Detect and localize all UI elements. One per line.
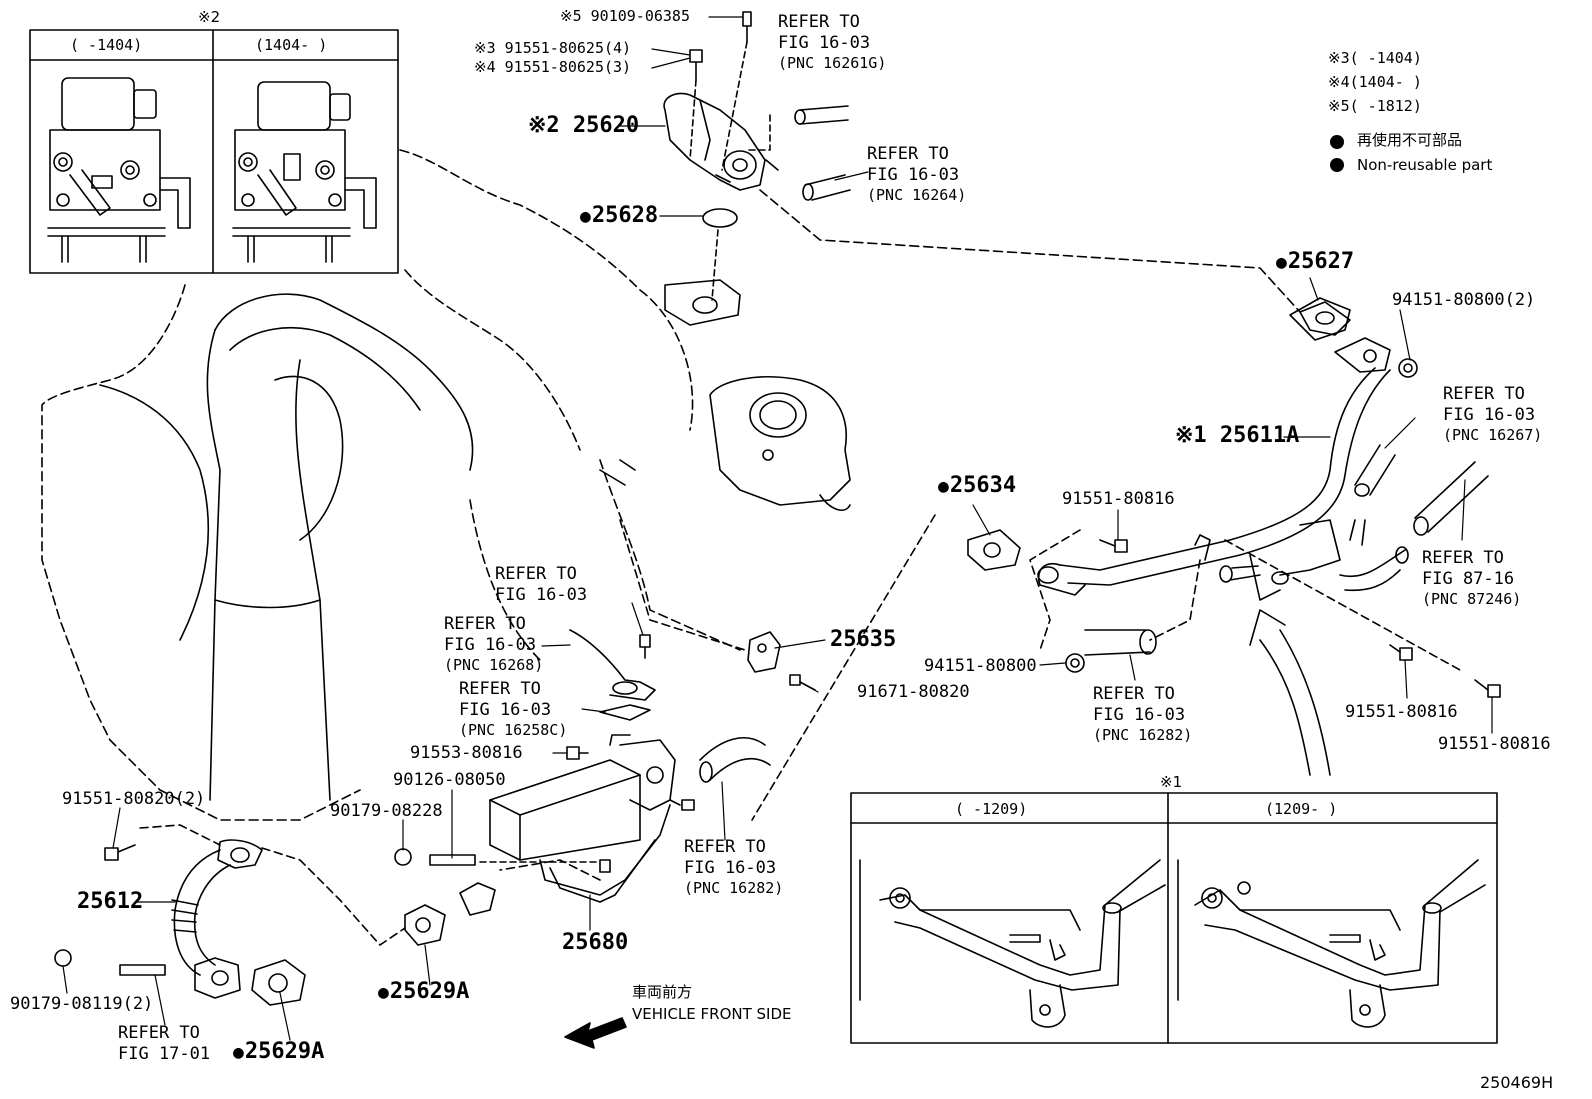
- part-25629A-center: 25629A: [378, 980, 469, 1005]
- inset-2-right-header: (1404- ): [255, 36, 328, 54]
- front-direction-curved-arrow: [1249, 609, 1331, 776]
- engine-block-outline: [41, 149, 741, 821]
- left-dashed-leaders: [139, 519, 746, 946]
- part-91551-80820-2: 91551-80820(2): [62, 789, 206, 809]
- label-leader-lines: [62, 16, 1493, 1041]
- bolt-91551-80820-drawing: [104, 844, 136, 861]
- part-91551-80816-b: 91551-80816: [1345, 702, 1458, 722]
- gaskets-16268-16258C-drawing: [569, 629, 656, 721]
- bolts-91551-80816-drawing: [1099, 539, 1501, 698]
- part-90179-08228: 90179-08228: [330, 801, 443, 821]
- part-25612: 25612: [77, 889, 144, 914]
- hose-16282-center-drawing: [1084, 629, 1157, 656]
- leader-25620-to-25627: [759, 189, 1301, 313]
- part-25635: 25635: [830, 627, 897, 652]
- vehicle-front-jp: 車両前方: [632, 983, 693, 1001]
- legend-note-4: ※4(1404- ): [1328, 73, 1422, 91]
- part-25634: 25634: [938, 474, 1016, 499]
- nut-90179-08228-drawing: [394, 848, 412, 866]
- vehicle-front-en: VEHICLE FRONT SIDE: [632, 1005, 792, 1023]
- exhaust-manifold-sketch: [99, 293, 474, 801]
- inset-1-left-header: ( -1209): [955, 800, 1028, 818]
- bolt-91553-drawing: [566, 746, 589, 760]
- part-90109-06385: ※5 90109-06385: [560, 7, 690, 25]
- nut-94151-center-drawing: [1065, 653, 1085, 673]
- bolt-90109-06385-drawing: [721, 11, 752, 171]
- part-91671-80820: 91671-80820: [857, 682, 970, 702]
- inset-1-right-header: (1209- ): [1265, 800, 1338, 818]
- stud-17-01-drawing: [119, 964, 166, 976]
- bolt-91551-80625-drawing: [689, 49, 703, 161]
- bracket-25635-drawing: [747, 631, 816, 691]
- part-25628: 25628: [580, 204, 658, 229]
- egr-valve-late-drawing: [232, 81, 377, 263]
- egr-valve-25620-drawing: [663, 92, 779, 191]
- egr-pipe-25612-drawing: [171, 839, 263, 999]
- gasket-25634-drawing: [967, 529, 1021, 571]
- egr-cooler-25680-drawing: [479, 734, 771, 903]
- intake-throttle-sketch: [599, 279, 851, 511]
- gasket-25627-drawing: [1289, 297, 1351, 341]
- inset-1-mark: ※1: [1160, 773, 1183, 791]
- legend-dots: [1330, 135, 1344, 172]
- legend-note-5: ※5( -1812): [1328, 97, 1422, 115]
- part-25680: 25680: [562, 930, 629, 955]
- inset-2-egr-valve-variants: [29, 29, 399, 274]
- hose-87246-drawing: [1413, 461, 1489, 536]
- part-94151-80800: 94151-80800: [924, 656, 1037, 676]
- nut-94151-80800-drawing: [1398, 358, 1418, 378]
- figure-id: 250469H: [1480, 1073, 1554, 1092]
- part-91553-80816: 91553-80816: [410, 743, 523, 763]
- part-90179-08119-2: 90179-08119(2): [10, 994, 154, 1014]
- legend-nonreusable-en: Non-reusable part: [1357, 156, 1493, 174]
- pipe-late-variant-drawing: [1177, 859, 1486, 1028]
- legend-nonreusable-jp: 再使用不可部品: [1357, 131, 1463, 149]
- part-91551-80816-c: 91551-80816: [1438, 734, 1551, 754]
- part-25627: 25627: [1276, 250, 1354, 275]
- gasket-25628-drawing: [702, 208, 738, 301]
- part-91551-80625-4: ※3 91551-80625(4): [474, 39, 632, 57]
- part-90126-08050: 90126-08050: [393, 770, 506, 790]
- legend-note-3: ※3( -1404): [1328, 49, 1422, 67]
- pipe-early-variant-drawing: [859, 859, 1166, 1028]
- part-25611A: ※1 25611A: [1175, 423, 1300, 448]
- part-91551-80816-a: 91551-80816: [1062, 489, 1175, 509]
- gasket-25629A-left-drawing: [251, 959, 306, 1006]
- hose-16267-drawing: [1354, 444, 1396, 497]
- egr-pipe-25611A-drawing: [1037, 301, 1409, 601]
- egr-valve-early-drawing: [47, 77, 191, 263]
- pipe-area-dashed-leaders: [751, 514, 1461, 821]
- part-94151-80800-2: 94151-80800(2): [1392, 290, 1536, 310]
- vehicle-front-arrow: [564, 1017, 627, 1049]
- hose-stubs-drawing: [744, 105, 851, 201]
- inset-2-left-header: ( -1404): [70, 36, 143, 54]
- nut-90179-08119-drawing: [54, 949, 72, 967]
- inset-1-pipe-variants: [850, 792, 1498, 1044]
- part-25629A-left: 25629A: [233, 1040, 324, 1065]
- part-25620: ※2 25620: [528, 113, 640, 138]
- gasket-25629A-center-drawing: [404, 882, 496, 946]
- part-91551-80625-3: ※4 91551-80625(3): [474, 58, 632, 76]
- inset-2-mark: ※2: [198, 8, 221, 26]
